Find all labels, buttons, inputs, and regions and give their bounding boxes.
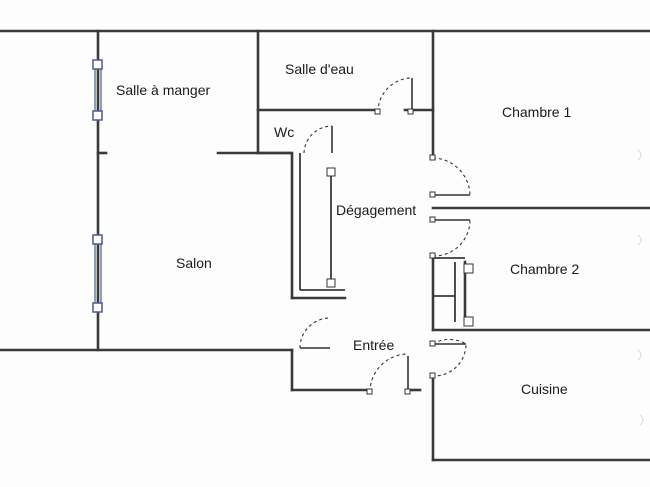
- door-salon[interactable]: [299, 317, 331, 349]
- label-salle-d-eau: Salle d'eau: [285, 61, 354, 77]
- label-salle-a-manger: Salle à manger: [116, 82, 211, 98]
- edge-marks: [637, 149, 644, 426]
- window-salon: [92, 234, 103, 313]
- label-chambre-2: Chambre 2: [510, 261, 579, 277]
- label-chambre-1: Chambre 1: [502, 104, 571, 120]
- cupboard-doors: [326, 167, 336, 288]
- door-wc[interactable]: [303, 125, 333, 154]
- label-wc: Wc: [274, 124, 294, 140]
- door-entree[interactable]: [366, 353, 411, 395]
- label-degagement: Dégagement: [336, 202, 416, 218]
- label-entree: Entrée: [353, 337, 394, 353]
- walls: [0, 29, 650, 462]
- door-salle-d-eau[interactable]: [374, 77, 414, 115]
- door-cuisine[interactable]: [429, 338, 467, 379]
- window-dining: [92, 59, 103, 121]
- label-salon: Salon: [176, 255, 212, 271]
- door-chambre-1[interactable]: [429, 154, 471, 198]
- label-cuisine: Cuisine: [521, 381, 568, 397]
- door-chambre-2[interactable]: [429, 216, 471, 259]
- wardrobe-doors: [463, 263, 474, 327]
